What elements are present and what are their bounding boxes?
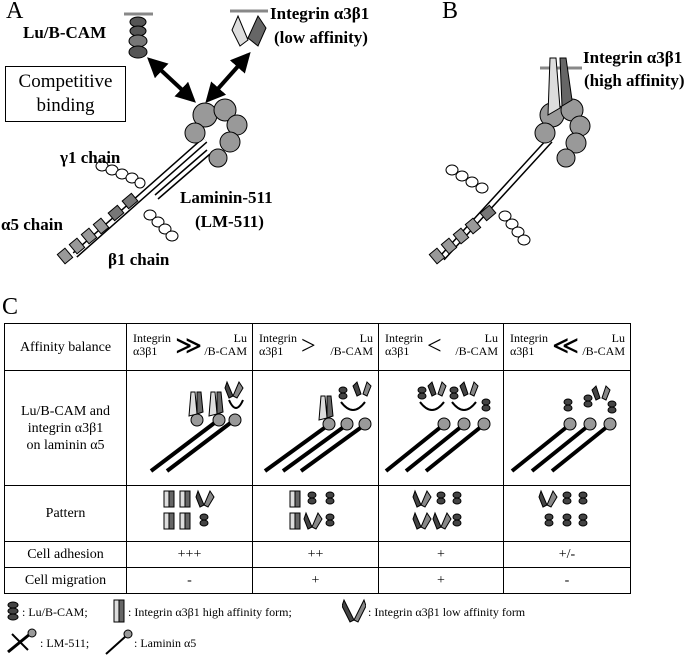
label-integrin-high-2: (high affinity) (584, 71, 685, 90)
row-header-affinity: Affinity balance (4, 323, 127, 371)
legend-laminin-a5: : Laminin α5 (134, 636, 197, 650)
adhesion-cell-2: ++ (252, 541, 379, 568)
pattern-illustration-2 (289, 490, 334, 530)
competitive-line2: binding (36, 95, 95, 116)
pattern-cell-1 (126, 485, 253, 542)
row-lu-line2: integrin α3β1 (27, 420, 104, 436)
row-header-lu-integrin: Lu/B-CAM and integrin α3β1 on laminin α5 (4, 370, 127, 486)
row-header-adhesion: Cell adhesion (4, 541, 127, 568)
integrin-top: Integrin (259, 331, 297, 345)
pattern-cell-3 (378, 485, 504, 542)
legend-lm511: : LM-511; (40, 636, 90, 650)
op-3: < (427, 331, 442, 360)
lu-top: Lu (233, 331, 247, 345)
lu-bcam-icon (124, 12, 153, 59)
lu-bottom: /B-CAM (204, 344, 247, 358)
lu-bottom: /B-CAM (330, 344, 373, 358)
pattern-illustration-1 (163, 489, 215, 530)
migration-cell-2: + (252, 567, 379, 594)
pattern-illustration-3 (412, 489, 462, 530)
lm511-legend-icon (7, 628, 37, 654)
laminin-binding-illustration-3 (384, 380, 491, 473)
legend-integrin-low: : Integrin α3β1 low affinity form (368, 605, 526, 619)
row-lu-line3: on laminin α5 (26, 437, 105, 453)
panel-letter-b: B (442, 0, 459, 24)
arrow-lu (147, 57, 196, 103)
legend-integrin-high: : Integrin α3β1 high affinity form; (128, 605, 292, 619)
label-integrin-low-1: Integrin α3β1 (270, 4, 370, 23)
pattern-illustration-4 (538, 489, 588, 527)
label-integrin-high-1: Integrin α3β1 (583, 48, 683, 67)
laminin-binding-illustration-1 (149, 380, 244, 473)
label-beta1: β1 chain (108, 250, 170, 269)
label-integrin-low-2: (low affinity) (274, 28, 368, 47)
panel-letter-c: C (2, 294, 19, 320)
integrin-bottom: α3β1 (510, 344, 535, 358)
op-1: ≫ (175, 331, 203, 360)
row-lu-line1: Lu/B-CAM and (20, 403, 111, 419)
integrin-high-legend-icon (113, 599, 125, 623)
integrin-low-affinity-icon (230, 9, 268, 47)
laminin-cell-4 (503, 370, 631, 486)
label-alpha5: α5 chain (1, 215, 63, 234)
laminin-binding-illustration-2 (263, 380, 372, 473)
integrin-bottom: α3β1 (385, 344, 410, 358)
label-gamma1: γ1 chain (60, 148, 121, 167)
integrin-low-legend-icon (342, 598, 366, 623)
op-4: ≪ (552, 331, 580, 360)
legend-lu-bcam: : Lu/B-CAM; (22, 605, 88, 619)
laminin-binding-illustration-4 (510, 384, 617, 473)
lu-bottom: /B-CAM (455, 344, 498, 358)
lu-bottom: /B-CAM (582, 344, 625, 358)
migration-cell-1: - (126, 567, 253, 594)
integrin-top: Integrin (510, 331, 548, 345)
migration-cell-3: + (378, 567, 504, 594)
laminin-a5-legend-icon (105, 629, 133, 655)
lu-top: Lu (611, 331, 625, 345)
adhesion-cell-3: + (378, 541, 504, 568)
label-laminin-2: (LM-511) (195, 212, 264, 231)
lu-bcam-legend-icon (7, 601, 19, 621)
lu-top: Lu (484, 331, 498, 345)
adhesion-cell-4: +/- (503, 541, 631, 568)
adhesion-cell-1: +++ (126, 541, 253, 568)
laminin-cell-1 (126, 370, 253, 486)
op-2: > (301, 331, 316, 360)
label-lu-bcam: Lu/B-CAM (23, 23, 107, 42)
row-header-pattern: Pattern (4, 485, 127, 542)
migration-cell-4: - (503, 567, 631, 594)
laminin-cell-3 (378, 370, 504, 486)
label-laminin-1: Laminin-511 (180, 188, 273, 207)
competitive-binding-box: Competitive binding (5, 66, 126, 122)
lu-top: Lu (359, 331, 373, 345)
integrin-bottom: α3β1 (133, 344, 158, 358)
arrow-integrin (205, 52, 251, 103)
laminin-511-a (56, 98, 248, 265)
laminin-511-b (428, 57, 591, 265)
panel-letter-a: A (6, 0, 24, 24)
pattern-cell-2 (252, 485, 379, 542)
competitive-line1: Competitive (18, 71, 113, 92)
integrin-top: Integrin (385, 331, 423, 345)
integrin-top: Integrin (133, 331, 171, 345)
row-header-migration: Cell migration (4, 567, 127, 594)
pattern-cell-4 (503, 485, 631, 542)
laminin-cell-2 (252, 370, 379, 486)
laminin-schematic-ab (56, 9, 591, 265)
integrin-bottom: α3β1 (259, 344, 284, 358)
